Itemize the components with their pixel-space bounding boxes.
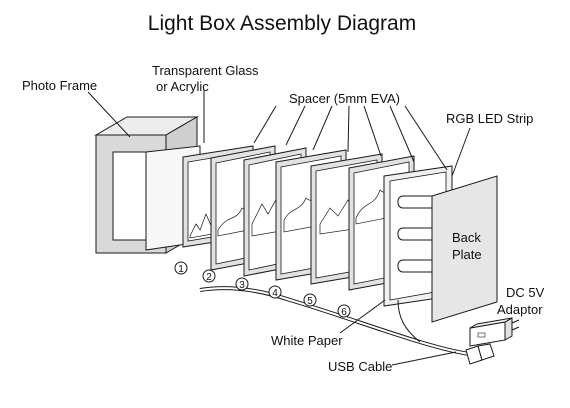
label-back-line2: Plate <box>452 247 482 262</box>
label-glass-line2: or Acrylic <box>156 79 209 94</box>
layer-number-2: 2 <box>206 272 212 283</box>
label-back-line1: Back <box>452 230 481 245</box>
layer-marker-3 <box>235 277 249 291</box>
layer-marker-4 <box>268 285 282 299</box>
label-led-strip: RGB LED Strip <box>446 111 533 126</box>
layer-marker-1 <box>174 261 188 275</box>
label-white-paper: White Paper <box>271 333 343 348</box>
layer-marker-6 <box>337 304 351 318</box>
label-spacer: Spacer (5mm EVA) <box>289 91 400 106</box>
label-dc-line1: DC 5V <box>506 285 545 300</box>
label-photo-frame: Photo Frame <box>22 78 97 93</box>
usb-plug <box>465 343 495 365</box>
layer-number-5: 5 <box>307 296 313 307</box>
label-glass-line1: Transparent Glass <box>152 63 259 78</box>
power-adaptor <box>469 317 520 347</box>
label-dc-line2: Adaptor <box>497 302 543 317</box>
layer-number-6: 6 <box>341 307 347 318</box>
layer-number-markers: 1 2 3 4 5 6 <box>174 261 351 318</box>
layer-marker-5 <box>303 293 317 307</box>
layer-marker-2 <box>202 269 216 283</box>
layer-number-4: 4 <box>272 288 278 299</box>
label-usb-cable: USB Cable <box>328 359 392 374</box>
leader-lines <box>87 90 471 366</box>
back-plate <box>431 175 498 323</box>
layer-number-3: 3 <box>239 280 245 291</box>
layer-number-1: 1 <box>178 264 184 275</box>
diagram-title: Light Box Assembly Diagram <box>148 12 416 35</box>
